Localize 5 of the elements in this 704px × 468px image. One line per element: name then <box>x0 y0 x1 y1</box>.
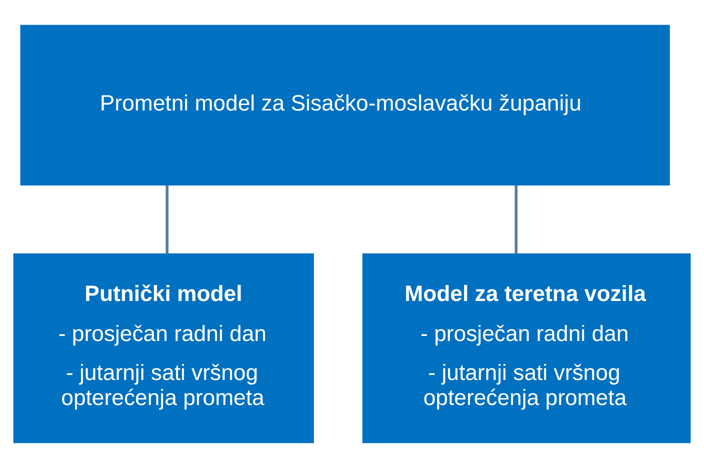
node-box: Model za teretna vozila - prosječan radni dan - jutarnji sati vršnog opterećenja prometa <box>362 253 691 444</box>
connector <box>514 185 518 254</box>
node-box: Putnički model - prosječan radni dan - jutarnji sati vršnog opterećenja prometa <box>13 253 314 444</box>
connector <box>166 185 168 254</box>
node-box: Prometni model za Sisačko-moslavačku županiju <box>20 24 670 186</box>
